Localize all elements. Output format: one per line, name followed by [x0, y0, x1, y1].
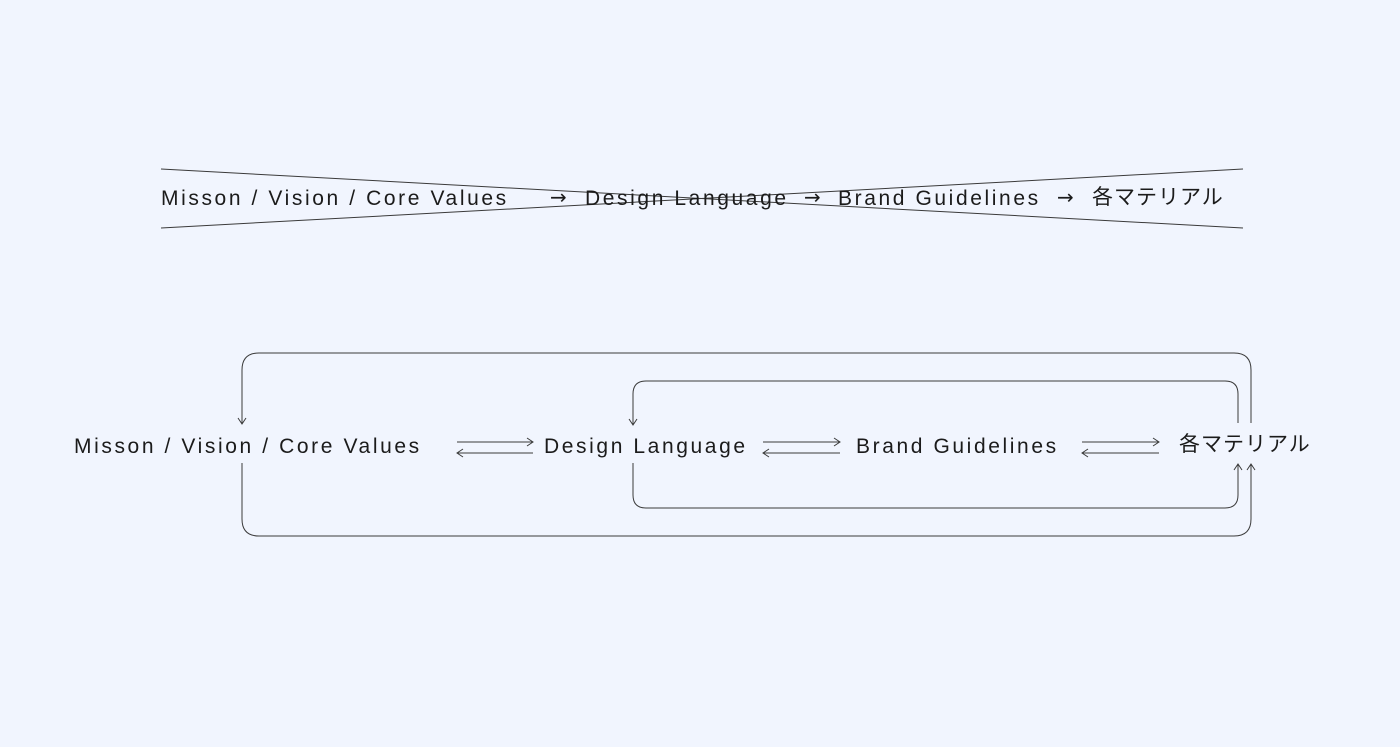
bidirectional-arrow-3 [1081, 437, 1160, 458]
bidirectional-arrow-2 [762, 437, 841, 458]
linear-step-brand-guidelines: Brand Guidelines [838, 187, 1041, 210]
linear-step-design-language: Design Language [585, 187, 789, 210]
linear-step-materials: 各マテリアル [1092, 185, 1224, 209]
cycle-node-design-language: Design Language [544, 435, 748, 458]
outer-loop-arrowhead-down [237, 417, 247, 425]
inner-loop-arrowhead-down [628, 418, 638, 426]
outer-loop-arrowhead-up [1246, 463, 1256, 471]
linear-arrow-3: → [1057, 185, 1074, 209]
linear-arrow-1: → [550, 185, 567, 209]
outer-loop-top [241, 352, 1252, 423]
linear-flow: Misson / Vision / Core Values → Design L… [160, 168, 1244, 229]
cycle-node-mission: Misson / Vision / Core Values [74, 435, 422, 458]
linear-step-mission: Misson / Vision / Core Values [161, 187, 509, 210]
cycle-flow: Misson / Vision / Core Values Design Lan… [74, 352, 1311, 537]
cycle-node-brand-guidelines: Brand Guidelines [856, 435, 1059, 458]
inner-loop-top [632, 380, 1239, 424]
inner-loop-bottom [632, 463, 1239, 509]
linear-arrow-2: → [804, 185, 821, 209]
inner-loop-arrowhead-up [1233, 463, 1243, 471]
bidirectional-arrow-1 [456, 437, 534, 458]
outer-loop-bottom [241, 463, 1252, 537]
cycle-node-materials: 各マテリアル [1179, 432, 1311, 456]
cross-line-up [160, 168, 1244, 229]
